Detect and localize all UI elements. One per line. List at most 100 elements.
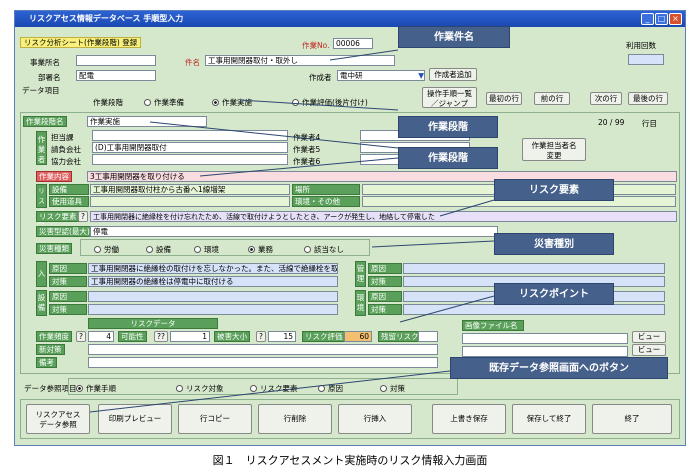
risk-target-field-0[interactable]: 工事用開閉器取付柱から古番へ1線増架	[90, 184, 290, 195]
worker-field-2[interactable]	[92, 154, 288, 165]
radio-selected-icon[interactable]	[76, 385, 83, 392]
worker-field-1[interactable]: (D)工事用開閉器取付	[92, 142, 288, 153]
minimize-icon[interactable]: _	[641, 13, 654, 25]
residual-field[interactable]	[418, 331, 438, 342]
worker-field-0[interactable]	[92, 130, 288, 141]
subject-field[interactable]: 工事用開閉器取付・取外し	[205, 55, 395, 66]
input-cause-field[interactable]: 工事用開閉器に絶縁栓の取付けを忘しなかった。また、活線で絶縁栓を取付けた	[88, 263, 338, 274]
usage-count-label: 利用回数	[626, 41, 656, 50]
equipment-cause-field[interactable]	[88, 291, 338, 302]
risk-target-row-label-0: 設備	[49, 184, 89, 195]
radio-icon[interactable]	[250, 385, 257, 392]
reference-data-button[interactable]: リスクアセスデータ参照	[26, 404, 90, 434]
max-disaster-field[interactable]: 停電	[90, 226, 498, 237]
radio-selected-icon[interactable]	[248, 246, 255, 253]
stage-name-field[interactable]: 作業実施	[87, 116, 207, 127]
disaster-option-4[interactable]: 該当なし	[304, 244, 344, 255]
row-counter: 20 / 99	[598, 118, 625, 127]
risk-factor-help-button[interactable]: ?	[78, 211, 88, 222]
mgmt-cause-field[interactable]	[403, 263, 665, 274]
procedure-list-button[interactable]: 操作手順一覧／ジャンプ	[422, 87, 477, 108]
radio-icon[interactable]	[176, 385, 183, 392]
delete-row-button[interactable]: 行削除	[258, 404, 332, 434]
risk-target-group-label: リスク対象	[36, 184, 47, 235]
dept-no-field[interactable]: 00006	[333, 38, 373, 49]
disaster-option-1[interactable]: 設備	[146, 244, 171, 255]
overwrite-save-button[interactable]: 上書き保存	[432, 404, 506, 434]
radio-icon[interactable]	[146, 246, 153, 253]
maximize-icon[interactable]: □	[655, 13, 668, 25]
radio-icon[interactable]	[194, 246, 201, 253]
disaster-type-label: 災害種類	[36, 243, 72, 254]
severity-help-button[interactable]: ?	[256, 331, 266, 342]
next-row-button[interactable]: 次の行	[590, 92, 622, 105]
author-label: 作成者	[309, 73, 332, 82]
radio-icon[interactable]	[292, 99, 299, 106]
env-block-label: 環境	[355, 290, 366, 316]
reference-option-3[interactable]: 原因	[318, 383, 343, 394]
chevron-down-icon[interactable]: ▼	[418, 71, 424, 80]
image-file-field-0[interactable]	[462, 333, 628, 344]
row-suffix: 行目	[642, 119, 657, 128]
exit-button[interactable]: 終了	[592, 404, 672, 434]
radio-icon[interactable]	[304, 246, 311, 253]
mgmt-measure-label: 対策	[368, 276, 402, 287]
poss-field[interactable]: 1	[170, 331, 210, 342]
worker-row-label-2: 協力会社	[51, 157, 81, 166]
callout-stage-a: 作業段階	[398, 116, 498, 138]
figure-caption: 図１ リスクアセスメント実施時のリスク情報入力画面	[212, 454, 488, 467]
mgmt-cause-label: 原因	[368, 263, 402, 274]
risk-factor-field[interactable]: 工事用開閉器に絶縁栓を付け忘れたため、活線で取付けようとしたとき、アークが発生し…	[90, 211, 677, 222]
radio-selected-icon[interactable]	[212, 99, 219, 106]
reference-option-2[interactable]: リスク要素	[250, 383, 298, 394]
radio-icon[interactable]	[144, 99, 151, 106]
add-author-button[interactable]: 作成者追加	[429, 68, 477, 81]
workers-group-label: 作業者	[36, 131, 47, 165]
stage-option-1[interactable]: 作業実施	[212, 97, 252, 108]
equipment-measure-field[interactable]	[88, 304, 338, 315]
radio-icon[interactable]	[380, 385, 387, 392]
reference-option-0[interactable]: 作業手順	[76, 383, 116, 394]
prev-row-button[interactable]: 前の行	[534, 92, 570, 105]
insert-row-button[interactable]: 行挿入	[338, 404, 412, 434]
radio-icon[interactable]	[94, 246, 101, 253]
remarks-field[interactable]	[88, 357, 438, 368]
input-measure-field[interactable]: 工事用開閉器の絶縁栓は停電中に取付ける	[88, 276, 338, 287]
freq-field[interactable]: 4	[88, 331, 114, 342]
mgmt-block-label: 管理	[355, 261, 366, 287]
poss-help-button[interactable]: ??	[154, 331, 168, 342]
worker-right-label-1: 作業者5	[293, 145, 321, 154]
first-row-button[interactable]: 最初の行	[486, 92, 522, 105]
new-measure-field[interactable]	[88, 344, 438, 355]
author-select[interactable]: 電中研▼	[337, 70, 425, 81]
equipment-cause-label: 原因	[49, 291, 87, 302]
stage-option-0[interactable]: 作業準備	[144, 97, 184, 108]
severity-field[interactable]: 15	[268, 331, 296, 342]
disaster-option-3[interactable]: 業務	[248, 244, 273, 255]
close-icon[interactable]: ×	[669, 13, 682, 25]
print-preview-button[interactable]: 印刷プレビュー	[98, 404, 172, 434]
callout-disaster-type: 災害種別	[494, 233, 614, 255]
data-section-label: データ項目	[22, 86, 60, 95]
reference-label: データ参照項目	[24, 384, 77, 393]
reference-option-1[interactable]: リスク対象	[176, 383, 224, 394]
view-button-0[interactable]: ビュー	[632, 331, 666, 343]
view-button-1[interactable]: ビュー	[632, 344, 666, 356]
freq-help-button[interactable]: ?	[76, 331, 86, 342]
eval-field[interactable]: 60	[344, 331, 372, 342]
copy-row-button[interactable]: 行コピー	[178, 404, 252, 434]
stage-option-2[interactable]: 作業評価(後片付け)	[292, 97, 368, 108]
last-row-button[interactable]: 最後の行	[628, 92, 668, 105]
risk-target-field-1[interactable]	[90, 196, 290, 207]
image-file-field-1[interactable]	[462, 346, 628, 357]
office-field[interactable]	[76, 55, 156, 66]
usage-count-field[interactable]	[628, 54, 664, 65]
radio-icon[interactable]	[318, 385, 325, 392]
stage-name-label: 作業段階名	[23, 116, 67, 127]
save-exit-button[interactable]: 保存して終了	[512, 404, 586, 434]
department-field[interactable]: 配電	[76, 70, 156, 81]
change-workers-button[interactable]: 作業担当者名変更	[522, 138, 586, 161]
reference-option-4[interactable]: 対策	[380, 383, 405, 394]
disaster-option-2[interactable]: 環境	[194, 244, 219, 255]
disaster-option-0[interactable]: 労働	[94, 244, 119, 255]
